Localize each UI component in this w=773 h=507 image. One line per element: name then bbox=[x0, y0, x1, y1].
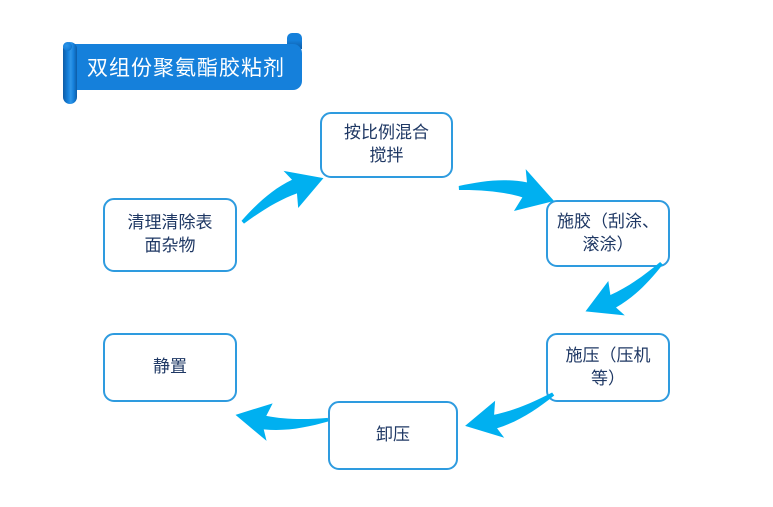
arrow-release-to-rest-icon bbox=[228, 393, 330, 457]
arrow-press-to-release-icon bbox=[459, 390, 560, 447]
banner-title: 双组份聚氨酯胶粘剂 bbox=[87, 57, 285, 80]
flow-node-mix: 按比例混合 搅拌 bbox=[320, 112, 453, 178]
arrow-clean-to-mix-icon bbox=[230, 157, 333, 227]
title-banner: 双组份聚氨酯胶粘剂 bbox=[0, 0, 320, 120]
arrow-glue-to-press-icon bbox=[576, 259, 677, 331]
flow-node-release-pressure: 卸压 bbox=[328, 401, 458, 470]
flow-node-rest: 静置 bbox=[103, 333, 237, 402]
flow-node-apply-glue: 施胶（刮涂、 滚涂） bbox=[546, 200, 670, 267]
banner-knob bbox=[63, 42, 72, 51]
flow-node-clean-surface: 清理清除表 面杂物 bbox=[103, 198, 237, 272]
banner-left-roll bbox=[63, 42, 77, 104]
banner-band: 双组份聚氨酯胶粘剂 bbox=[70, 44, 302, 90]
arrow-mix-to-glue-icon bbox=[456, 147, 565, 226]
flow-node-press: 施压（压机 等） bbox=[546, 333, 670, 402]
